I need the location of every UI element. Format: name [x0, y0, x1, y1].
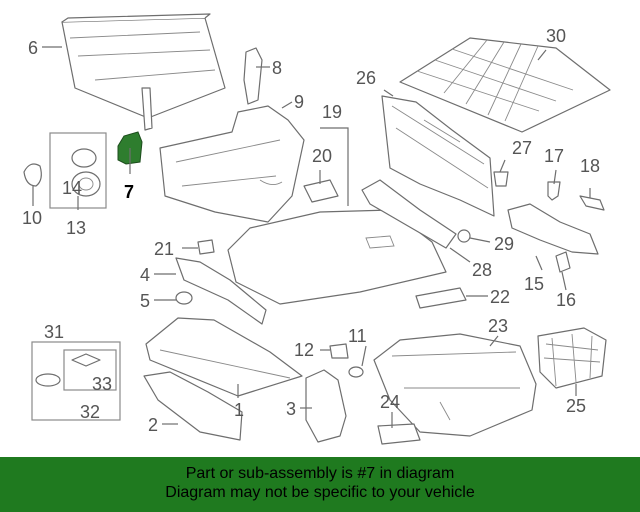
leader-lines: [32, 46, 591, 428]
callout-21: 21: [154, 239, 174, 259]
part-31-lamp: [35, 373, 61, 387]
callout-2: 2: [148, 415, 158, 435]
callout-labels: 6 8 9 7 14 13 10 19 20 26 30 27 17 18 29…: [22, 26, 600, 435]
callout-6: 6: [28, 38, 38, 58]
callout-17: 17: [544, 146, 564, 166]
part-8-bracket: [243, 47, 263, 105]
part-30-cargo-net: [399, 37, 611, 133]
callout-3: 3: [286, 399, 296, 419]
callout-31: 31: [44, 322, 64, 342]
part-11-plug: [348, 366, 364, 378]
part-2-mat: [143, 371, 243, 441]
callout-4: 4: [140, 265, 150, 285]
info-banner: Part or sub-assembly is #7 in diagram Di…: [0, 457, 640, 512]
part-4-sill-trim: [175, 257, 267, 325]
callout-27: 27: [512, 138, 532, 158]
part-29-grommet: [457, 229, 471, 243]
box-32: [63, 349, 117, 391]
callout-11: 11: [348, 326, 367, 346]
part-14-latch: [71, 148, 101, 197]
part-28-rail: [361, 179, 457, 249]
callout-19: 19: [322, 102, 342, 122]
callout-7: 7: [124, 182, 134, 202]
callout-18: 18: [580, 156, 600, 176]
callout-33: 33: [92, 374, 112, 394]
callout-14: 14: [62, 178, 82, 198]
callout-26: 26: [356, 68, 376, 88]
callout-15: 15: [524, 274, 544, 294]
callout-12: 12: [294, 340, 314, 360]
callout-20: 20: [312, 146, 332, 166]
part-9-side-trim: [159, 105, 305, 223]
part-10-cover: [23, 163, 42, 187]
part-18-clip: [579, 195, 605, 211]
part-21-clip: [197, 239, 215, 255]
callout-24: 24: [380, 392, 400, 412]
banner-line-2: Diagram may not be specific to your vehi…: [165, 484, 475, 501]
callout-10: 10: [22, 208, 42, 228]
part-27-clip: [493, 171, 509, 187]
callout-28: 28: [472, 260, 492, 280]
box-31: [31, 341, 121, 421]
part-17-clip: [547, 181, 561, 201]
callout-16: 16: [556, 290, 576, 310]
callout-32: 32: [80, 402, 100, 422]
callout-5: 5: [140, 291, 150, 311]
callout-9: 9: [294, 92, 304, 112]
callout-25: 25: [566, 396, 586, 416]
part-22-trim: [415, 287, 467, 309]
part-19-trunk-floor: [227, 209, 447, 305]
part-15-bracket: [507, 203, 599, 255]
callout-29: 29: [494, 234, 514, 254]
part-23-storage-tray: [373, 333, 537, 437]
banner-line-1: Part or sub-assembly is #7 in diagram: [185, 465, 455, 482]
part-5-grommet: [175, 291, 193, 305]
part-33-lamp: [71, 353, 101, 367]
callout-23: 23: [488, 316, 508, 336]
part-6-parcel-shelf: [61, 13, 226, 131]
part-26-rear-panel: [381, 95, 495, 217]
part-3-bracket: [305, 369, 347, 443]
part-16-clip: [555, 251, 571, 273]
callout-22: 22: [490, 287, 510, 307]
parts-diagram: 6 8 9 7 14 13 10 19 20 26 30 27 17 18 29…: [22, 13, 611, 445]
callout-8: 8: [272, 58, 282, 78]
part-25-basket: [537, 327, 607, 389]
callout-1: 1: [234, 400, 244, 420]
part-20-pad: [303, 179, 339, 203]
part-1-floor-cover: [145, 317, 303, 397]
callout-30: 30: [546, 26, 566, 46]
callout-13: 13: [66, 218, 86, 238]
part-24-holder: [377, 423, 421, 445]
part-12-cover: [329, 343, 349, 359]
